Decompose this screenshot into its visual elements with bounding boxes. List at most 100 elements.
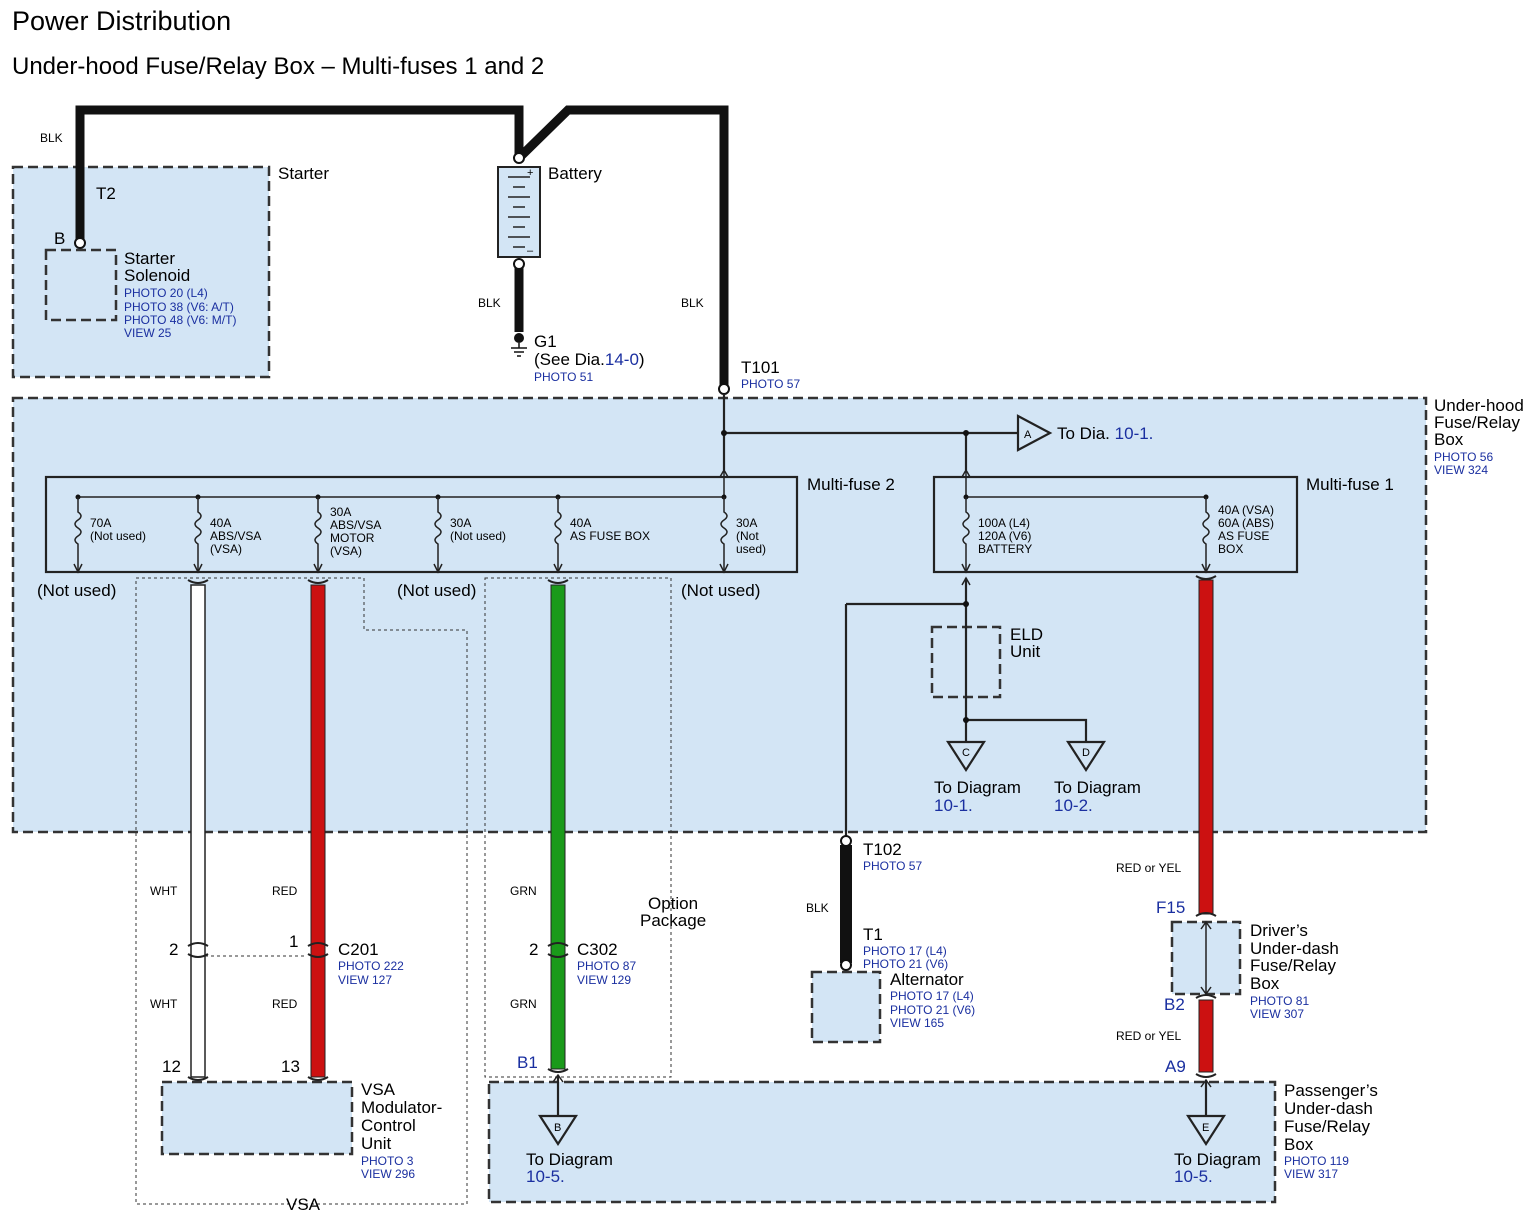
mf2-fuse-3-label-1: 30A (330, 505, 351, 519)
vsa-unit-label-1: VSA (361, 1080, 396, 1099)
c201-pin-1: 1 (289, 932, 298, 951)
red-wire-lower (1198, 999, 1214, 1073)
option-label-2: Package (640, 911, 706, 930)
starter-solenoid-box (44, 248, 118, 322)
battery-minus: – (527, 245, 534, 257)
connector-a-triangle (1016, 414, 1053, 452)
to-diagram-b-num: 10-5. (526, 1167, 565, 1186)
connector-c-triangle (945, 740, 987, 773)
pin-b2: B2 (1164, 995, 1185, 1014)
battery-icon (497, 166, 541, 258)
drivers-box-label-3: Fuse/Relay (1250, 956, 1336, 975)
not-used-3: (Not used) (681, 581, 760, 600)
mf2-fuse-2-symbol (194, 497, 202, 572)
wire-label-grn-2: GRN (510, 997, 537, 1011)
mf2-fuse-5-label-1: 40A (570, 516, 591, 530)
mf2-fuse-4-label-2: (Not used) (450, 529, 506, 543)
vsa-unit-ref-2: VIEW 296 (361, 1167, 415, 1181)
eld-label-2: Unit (1010, 642, 1041, 661)
red-wire-upper (1198, 579, 1214, 915)
fuse-elements (73, 468, 1211, 586)
t1-label: T1 (863, 925, 883, 944)
starter-ref-4: VIEW 25 (124, 326, 172, 340)
connector-d-triangle (1065, 740, 1107, 773)
to-diagram-d: To Diagram (1054, 778, 1141, 797)
alternator-ref-2: PHOTO 21 (V6) (890, 1003, 975, 1017)
multifuse1-label: Multi-fuse 1 (1306, 475, 1394, 494)
fuse-labels: 70A(Not used)40AABS/VSA(VSA)30AABS/VSAMO… (90, 503, 1274, 558)
wire-label-wht-2: WHT (150, 997, 178, 1011)
drivers-box-label-4: Box (1250, 974, 1280, 993)
t1-terminal (840, 959, 852, 971)
connector-b-triangle (537, 1114, 579, 1147)
connector-breaks (187, 575, 1217, 1081)
vsa-dotted-group (135, 577, 468, 1205)
to-diagram-b: To Diagram (526, 1150, 613, 1169)
mf2-fuse-3-label-3: MOTOR (330, 531, 375, 545)
multifuse2-label: Multi-fuse 2 (807, 475, 895, 494)
mf1-fuse-1-label-3: BATTERY (978, 542, 1032, 556)
vsa-unit-label-4: Unit (361, 1134, 392, 1153)
passengers-box-label-1: Passenger’s (1284, 1081, 1378, 1100)
connector-d-letter: D (1082, 747, 1090, 759)
underhood-ref-1: PHOTO 56 (1434, 450, 1493, 464)
blk-wire-t101 (515, 105, 729, 388)
mf2-fuse-3-label-4: (VSA) (330, 544, 362, 558)
underhood-box (11, 396, 1428, 834)
g1-label: G1 (534, 332, 557, 351)
option-label-1: Option (648, 894, 698, 913)
passengers-box-ref-2: VIEW 317 (1284, 1167, 1338, 1181)
option-package-dotted-group (484, 577, 672, 1078)
starter-solenoid-label-1: Starter (124, 249, 175, 268)
mf2-fuse-5-label-2: AS FUSE BOX (570, 529, 650, 543)
drivers-box-passthrough (1200, 920, 1212, 996)
mf2-fuse-2-label-1: 40A (210, 516, 231, 530)
vsa-unit-ref-1: PHOTO 3 (361, 1154, 414, 1168)
mf2-fuse-6-label-3: used) (736, 542, 766, 556)
battery-plus: + (527, 167, 533, 179)
alternator-ref-1: PHOTO 17 (L4) (890, 989, 974, 1003)
starter-solenoid-label-2: Solenoid (124, 266, 190, 285)
connector-e-letter: E (1202, 1122, 1209, 1134)
underhood-label-3: Box (1434, 430, 1464, 449)
wire-label-blk-1: BLK (40, 131, 63, 145)
mf1-fuse-2-label-1: 40A (VSA) (1218, 503, 1274, 517)
wire-label-grn-1: GRN (510, 884, 537, 898)
vsa-unit-label-3: Control (361, 1116, 416, 1135)
drivers-box-label-1: Driver’s (1250, 921, 1308, 940)
mf2-fuse-6-label-2: (Not (736, 529, 759, 543)
drivers-box-ref-1: PHOTO 81 (1250, 994, 1309, 1008)
underhood-label-2: Fuse/Relay (1434, 413, 1520, 432)
mf2-fuse-5-symbol (554, 497, 562, 572)
c302-pin-2: 2 (529, 940, 538, 959)
blk-wire-alternator (840, 845, 852, 963)
alternator-label: Alternator (890, 970, 964, 989)
multifuse2-box (44, 475, 799, 574)
to-diagram-c-num: 10-1. (934, 796, 973, 815)
pin-f15: F15 (1156, 898, 1185, 917)
eld-label-1: ELD (1010, 625, 1043, 644)
t1-ref-2: PHOTO 21 (V6) (863, 957, 948, 971)
c302-ref-1: PHOTO 87 (577, 959, 636, 973)
mf1-fuse-1-label-1: 100A (L4) (978, 516, 1030, 530)
wire-label-redyel-2: RED or YEL (1116, 1029, 1181, 1043)
passengers-box-label-2: Under-dash (1284, 1099, 1373, 1118)
battery-label: Battery (548, 164, 602, 183)
to-diagram-c: To Diagram (934, 778, 1021, 797)
mf2-fuse-2-label-2: ABS/VSA (210, 529, 261, 543)
alternator-ref-3: VIEW 165 (890, 1016, 944, 1030)
mf1-fuse-1-symbol (962, 497, 970, 572)
pin-a9: A9 (1165, 1057, 1186, 1076)
underhood-ref-2: VIEW 324 (1434, 463, 1488, 477)
mf1-fuse-2-label-3: AS FUSE (1218, 529, 1269, 543)
wire-label-red-2: RED (272, 997, 298, 1011)
to-diagram-e-num: 10-5. (1174, 1167, 1213, 1186)
mf2-fuse-2-label-3: (VSA) (210, 542, 242, 556)
mf2-fuse-1-symbol (74, 497, 82, 572)
starter-label: Starter (278, 164, 329, 183)
mf2-fuse-3-label-2: ABS/VSA (330, 518, 381, 532)
starter-ref-3: PHOTO 48 (V6: M/T) (124, 313, 236, 327)
wire-label-red-1: RED (272, 884, 298, 898)
t101-ref: PHOTO 57 (741, 377, 800, 391)
